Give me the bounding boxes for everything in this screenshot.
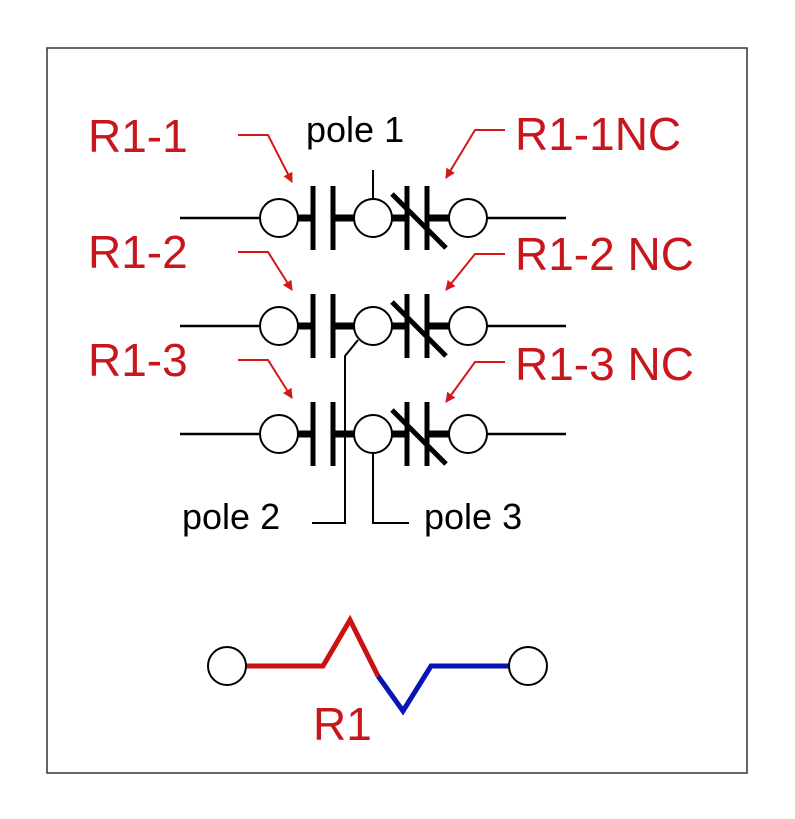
label-pole-2: pole 2 (182, 496, 280, 537)
contact-row-1 (180, 170, 566, 250)
terminal-circle-icon (259, 198, 299, 238)
terminal-circle-icon (448, 414, 488, 454)
contact-row-3 (180, 402, 566, 466)
coil-icon (207, 614, 548, 716)
terminal-circle-icon (353, 198, 393, 238)
label-pole-1: pole 1 (306, 109, 404, 150)
terminal-circle-icon (448, 198, 488, 238)
terminal-circle-icon (508, 646, 548, 686)
contact-row-2 (180, 294, 566, 358)
diagram-frame (46, 47, 748, 774)
arrow-icon (445, 129, 505, 179)
label-r1-1: R1-1 (88, 110, 188, 162)
terminal-circle-icon (448, 306, 488, 346)
label-coil-r1: R1 (313, 698, 372, 750)
arrow-icon (445, 253, 505, 291)
label-r1-3: R1-3 (88, 334, 188, 386)
terminal-circle-icon (207, 646, 247, 686)
arrow-icon (445, 361, 505, 403)
label-r1-3nc: R1-3 NC (515, 338, 694, 390)
arrow-icon (238, 134, 293, 183)
terminal-circle-icon (353, 306, 393, 346)
arrows (238, 129, 505, 403)
pole-2-leader (312, 339, 359, 524)
terminal-circle-icon (259, 306, 299, 346)
label-r1-1nc: R1-1NC (515, 108, 681, 160)
arrow-icon (238, 251, 293, 291)
terminal-circle-icon (259, 414, 299, 454)
label-r1-2: R1-2 (88, 226, 188, 278)
pole-leaders (312, 339, 409, 524)
label-r1-2nc: R1-2 NC (515, 228, 694, 280)
label-pole-3: pole 3 (424, 496, 522, 537)
arrow-icon (238, 359, 293, 399)
pole-3-leader (372, 453, 409, 524)
terminal-circle-icon (353, 414, 393, 454)
